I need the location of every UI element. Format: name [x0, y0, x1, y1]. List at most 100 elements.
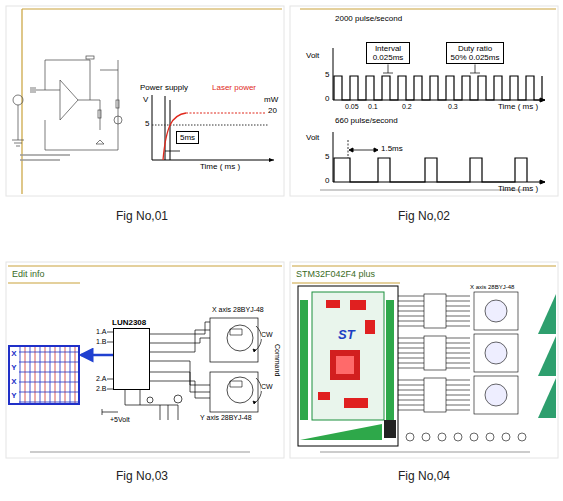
pcb-board [344, 398, 368, 408]
axis-unit: Volt [306, 52, 319, 61]
chart-title: 2000 pulse/second [335, 15, 402, 24]
driver-wiring [174, 395, 182, 403]
chart-title: 660 pulse/second [335, 117, 398, 126]
driver-schematic [12, 60, 118, 150]
edit-grid [19, 362, 78, 363]
pcb-board [298, 286, 398, 446]
power-graph [269, 158, 274, 162]
slide-frames [6, 6, 558, 458]
motor-label: X axis 28BYJ-48 [470, 284, 514, 291]
pin-label: 1.B [96, 338, 107, 346]
tick-label: 0.3 [448, 103, 458, 111]
callout-box: Interval 0.025ms [366, 42, 410, 64]
footer-note [30, 190, 530, 452]
power-graph [152, 95, 274, 160]
driver-chip [424, 378, 446, 412]
power-graph [186, 112, 266, 113]
pcb-board [318, 392, 330, 400]
row-letter: X [10, 347, 18, 361]
driver-schematic [116, 100, 119, 108]
box-text: 5ms [180, 133, 195, 142]
leader-line [383, 73, 393, 74]
box-text: Duty ratio 50% 0.025ms [450, 44, 500, 62]
driver-schematic [30, 88, 104, 144]
driver-schematic [114, 116, 122, 124]
driver-schematic [12, 56, 122, 160]
pulse-axes [540, 180, 545, 184]
driver-chip [424, 336, 446, 370]
pcb-board [312, 292, 384, 420]
edit-grid [19, 402, 78, 403]
axis-title: Power supply [140, 84, 188, 93]
tick-label: 0.1 [368, 103, 378, 111]
motor-label: X axis 28BYJ-48 [212, 306, 264, 314]
motor-label: Y axis 28BYJ-48 [200, 414, 252, 422]
motor-symbol [485, 300, 507, 322]
axis-unit: mW [264, 96, 278, 105]
edit-grid [19, 392, 78, 393]
terminal [438, 433, 446, 441]
pulse-wave [334, 76, 542, 100]
axis-title: Time ( ms ) [200, 163, 240, 172]
green-bar [538, 336, 556, 376]
figure-caption: Fig No,03 [116, 470, 168, 483]
gold-rule [22, 8, 282, 9]
terminal [422, 433, 430, 441]
tick-label: 0.2 [402, 103, 412, 111]
driver-wiring [210, 318, 258, 362]
axis-title: Laser power [212, 84, 256, 93]
driver-chip: LUN2308 [113, 328, 150, 390]
edit-grid [50, 347, 51, 403]
edit-grid [70, 347, 71, 403]
connector-arrow [81, 354, 113, 357]
edit-grid [55, 347, 56, 403]
callout-box: Duty ratio 50% 0.025ms [446, 42, 504, 64]
edit-grid [19, 372, 78, 373]
driver-wiring [102, 318, 261, 420]
pcb-board [300, 300, 308, 420]
driver-schematic [98, 110, 101, 118]
axis-value: 0 [325, 177, 329, 186]
driver-schematic [20, 159, 60, 161]
driver-schematic [20, 154, 70, 156]
chip-name: LUN2308 [112, 318, 146, 327]
driver-wiring [150, 322, 210, 398]
footer-note [30, 451, 250, 453]
time-box: 5ms [176, 131, 199, 144]
row-letter: Y [10, 389, 18, 403]
slide-title: Edit info [12, 270, 45, 280]
motor-symbol [485, 342, 507, 364]
gold-rule [292, 265, 556, 266]
pcb-board [326, 300, 340, 308]
motor-symbol [485, 384, 507, 406]
power-graph [152, 95, 274, 162]
edit-grid [65, 347, 66, 403]
axis-unit: V [143, 96, 148, 105]
driver-chip [424, 294, 446, 328]
pcb-board [384, 420, 396, 438]
edit-grid [25, 347, 26, 403]
row-letter: X [10, 375, 18, 389]
green-bar [538, 378, 556, 418]
leader-line [470, 73, 480, 74]
motor-frame [474, 334, 518, 372]
box-text: Interval 0.025ms [370, 44, 406, 62]
driver-wiring [125, 390, 178, 420]
pin-label: 2.A [96, 375, 107, 383]
edit-grid [19, 382, 78, 383]
supply-label: +5Volt [110, 416, 130, 424]
slide-frames [290, 262, 558, 458]
pulse-axes [333, 48, 545, 184]
pulse-axes [348, 140, 349, 158]
pulse-wave [334, 158, 527, 182]
figure-caption: Fig No,04 [398, 470, 450, 483]
gold-rule [8, 9, 556, 283]
pulse-wave [334, 76, 542, 100]
terminal [486, 433, 494, 441]
gold-rule [8, 265, 282, 266]
gold-rule [300, 8, 556, 9]
driver-wiring [147, 397, 153, 403]
slide-frames [290, 6, 558, 196]
